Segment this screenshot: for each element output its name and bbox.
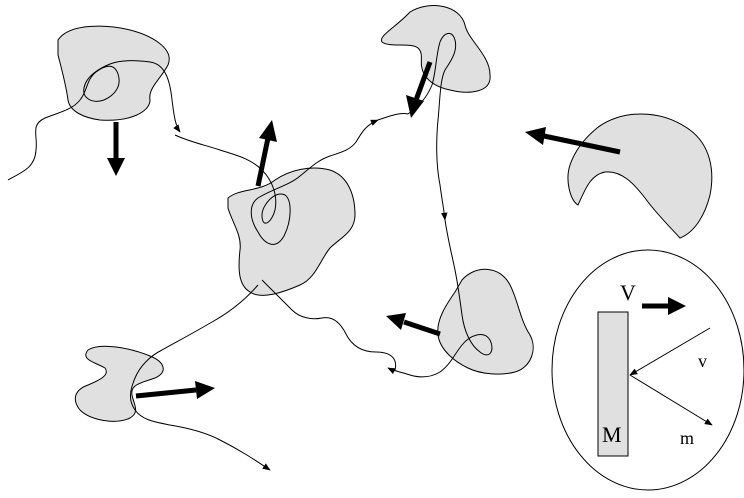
- blob-top-right: [567, 113, 713, 239]
- blob-top-left: [57, 25, 170, 121]
- inset-label-V: V: [620, 280, 636, 305]
- trajectory-center-to-bottomright: [261, 279, 397, 371]
- velocity-arrow-top-center: [406, 61, 433, 118]
- inset-incoming-line: [629, 327, 711, 376]
- trajectory-left-tail: [7, 60, 181, 181]
- inset-label-v: v: [698, 351, 707, 371]
- blob-top-center: [380, 5, 491, 93]
- inset-outgoing-line: [629, 374, 713, 426]
- velocity-arrow-top-left: [107, 122, 125, 176]
- inset-mass-block: [597, 311, 629, 457]
- inset-velocity-arrow: [642, 297, 686, 315]
- trajectory-center-to-bottomleft: [130, 284, 271, 471]
- velocity-arrow-bottom-left: [135, 381, 215, 399]
- inset-ellipse: [551, 249, 744, 491]
- inset-diagram: V v M m: [551, 249, 744, 491]
- inset-label-m: m: [680, 428, 694, 448]
- velocity-arrow-top-right: [525, 127, 621, 155]
- blob-center: [227, 167, 356, 296]
- inset-label-M: M: [602, 422, 622, 447]
- velocity-arrow-bottom-middle: [386, 313, 441, 337]
- trajectory-right-down: [387, 219, 493, 378]
- velocity-arrow-center: [255, 120, 277, 187]
- blob-bottom-left: [74, 345, 164, 422]
